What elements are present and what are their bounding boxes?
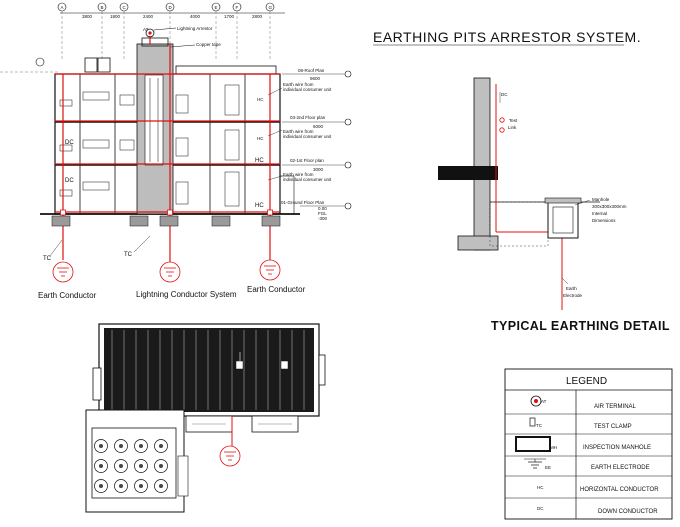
earth-pit-left-icon <box>52 261 74 283</box>
legend-label: DOWN CONDUCTOR <box>598 509 658 515</box>
earth-pit-center-icon <box>159 261 181 283</box>
test-link-label: Link <box>508 125 517 130</box>
manhole-label: Manhole <box>592 197 610 202</box>
earth-electrode-icon <box>524 458 546 469</box>
grid-label: D <box>169 5 173 10</box>
tc-label: TC <box>124 252 133 258</box>
svg-text:individual consumer unit: individual consumer unit <box>283 134 332 139</box>
level-value: -300 <box>318 216 328 221</box>
foundations <box>51 215 281 227</box>
legend-symbol-text: DC <box>537 506 544 511</box>
grid-bubbles: A B C D E F G <box>57 2 275 12</box>
hc-label: HC <box>255 203 264 209</box>
earth-wire-notes: Earth wire from individual consumer unit… <box>267 82 332 182</box>
electrode-label: Earth <box>566 286 577 291</box>
svg-text:Earth wire from: Earth wire from <box>283 172 314 177</box>
svg-text:Earth wire from: Earth wire from <box>283 82 314 87</box>
manhole-dimension: 300x300x300mm <box>592 204 627 209</box>
lightning-arrestor-callout: Lightning Arrestor <box>177 26 213 31</box>
legend-label: EARTH ELECTRODE <box>591 465 650 471</box>
level-markers: 08-Roof Plan 9600 03-2nd Floor plan 6000… <box>281 68 352 221</box>
lightning-tower <box>136 37 174 215</box>
level-value: 9600 <box>310 76 321 81</box>
svg-text:individual consumer unit: individual consumer unit <box>283 177 332 182</box>
legend-label: TEST CLAMP <box>594 424 632 430</box>
level-name: 02-1st Floor plan <box>290 158 324 163</box>
legend-label: HORIZONTAL CONDUCTOR <box>580 487 659 493</box>
grid-label: A <box>61 5 64 10</box>
legend-symbol-text: TC <box>536 423 543 428</box>
earth-conductor-label-right: Earth Conductor <box>247 285 306 294</box>
level-name: 03-2nd Floor plan <box>290 115 326 120</box>
level-value: 6000 <box>313 124 324 129</box>
svg-text:Earth wire from: Earth wire from <box>283 129 314 134</box>
detail-dc-label: DC <box>501 92 508 97</box>
grid-label: F <box>236 5 239 10</box>
grid-label: E <box>215 5 218 10</box>
test-link-label: Test <box>509 118 518 123</box>
building-section: A B C D E F G 3800 1800 2400 4000 1700 2… <box>0 2 352 300</box>
dimension-label: 1700 <box>224 14 235 19</box>
copper-tape-callout: Copper tape <box>196 42 221 47</box>
legend-symbol-text: HC <box>537 485 544 490</box>
dc-label: DC <box>65 178 74 184</box>
at-callout: AT <box>143 27 149 32</box>
test-link-icon <box>499 117 505 133</box>
level-name: FGL <box>318 211 327 216</box>
level-name: 01-Ground Floor Plan <box>281 200 325 205</box>
level-name: 08-Roof Plan <box>298 68 325 73</box>
legend: LEGEND AT AIR TERMINAL TC TEST CLAMP MH … <box>504 368 673 520</box>
roof-plan <box>85 323 326 513</box>
grid-label: B <box>101 5 104 10</box>
earth-conductor-label-left: Earth Conductor <box>38 291 97 300</box>
main-title: EARTHING PITS ARRESTOR SYSTEM. <box>373 29 641 45</box>
legend-label: INSPECTION MANHOLE <box>583 445 651 451</box>
manhole-label: Dimensions <box>592 218 616 223</box>
earthing-detail: DC Test Link Manhole 300x300x300mm Inter… <box>438 77 627 310</box>
dimension-label: 4000 <box>190 14 201 19</box>
hc-label: HC <box>255 158 264 164</box>
dc-label: DC <box>65 140 74 146</box>
legend-symbol-text: EE <box>545 465 551 470</box>
dimension-label: 2400 <box>143 14 154 19</box>
level-value: 3000 <box>313 167 324 172</box>
manhole-icon <box>544 197 582 239</box>
legend-symbol-text: AT <box>541 399 547 404</box>
detail-title: TYPICAL EARTHING DETAIL <box>491 319 670 333</box>
svg-text:individual consumer unit: individual consumer unit <box>283 87 332 92</box>
manhole-label: Internal <box>592 211 607 216</box>
test-clamp-icon <box>529 417 536 427</box>
legend-title: LEGEND <box>566 376 607 387</box>
lightning-conductor-system-label: Lightning Conductor System <box>136 290 237 299</box>
tc-label: TC <box>43 256 52 262</box>
grid-label: C <box>123 5 127 10</box>
hc-label: HC <box>257 97 264 102</box>
plan-earth-pit-icon <box>219 416 241 467</box>
dimension-label: 1800 <box>110 14 121 19</box>
inspection-manhole-icon <box>515 436 551 452</box>
level-value: 0.00 <box>318 206 327 211</box>
legend-label: AIR TERMINAL <box>594 404 637 410</box>
hc-label: HC <box>257 136 264 141</box>
earth-pit-right-icon <box>259 259 281 281</box>
grid-label: G <box>269 5 273 10</box>
dimension-label: 3800 <box>82 14 93 19</box>
legend-symbol-text: MH <box>550 445 557 450</box>
electrode-label: Electrode <box>563 293 583 298</box>
dimension-label: 2800 <box>252 14 263 19</box>
